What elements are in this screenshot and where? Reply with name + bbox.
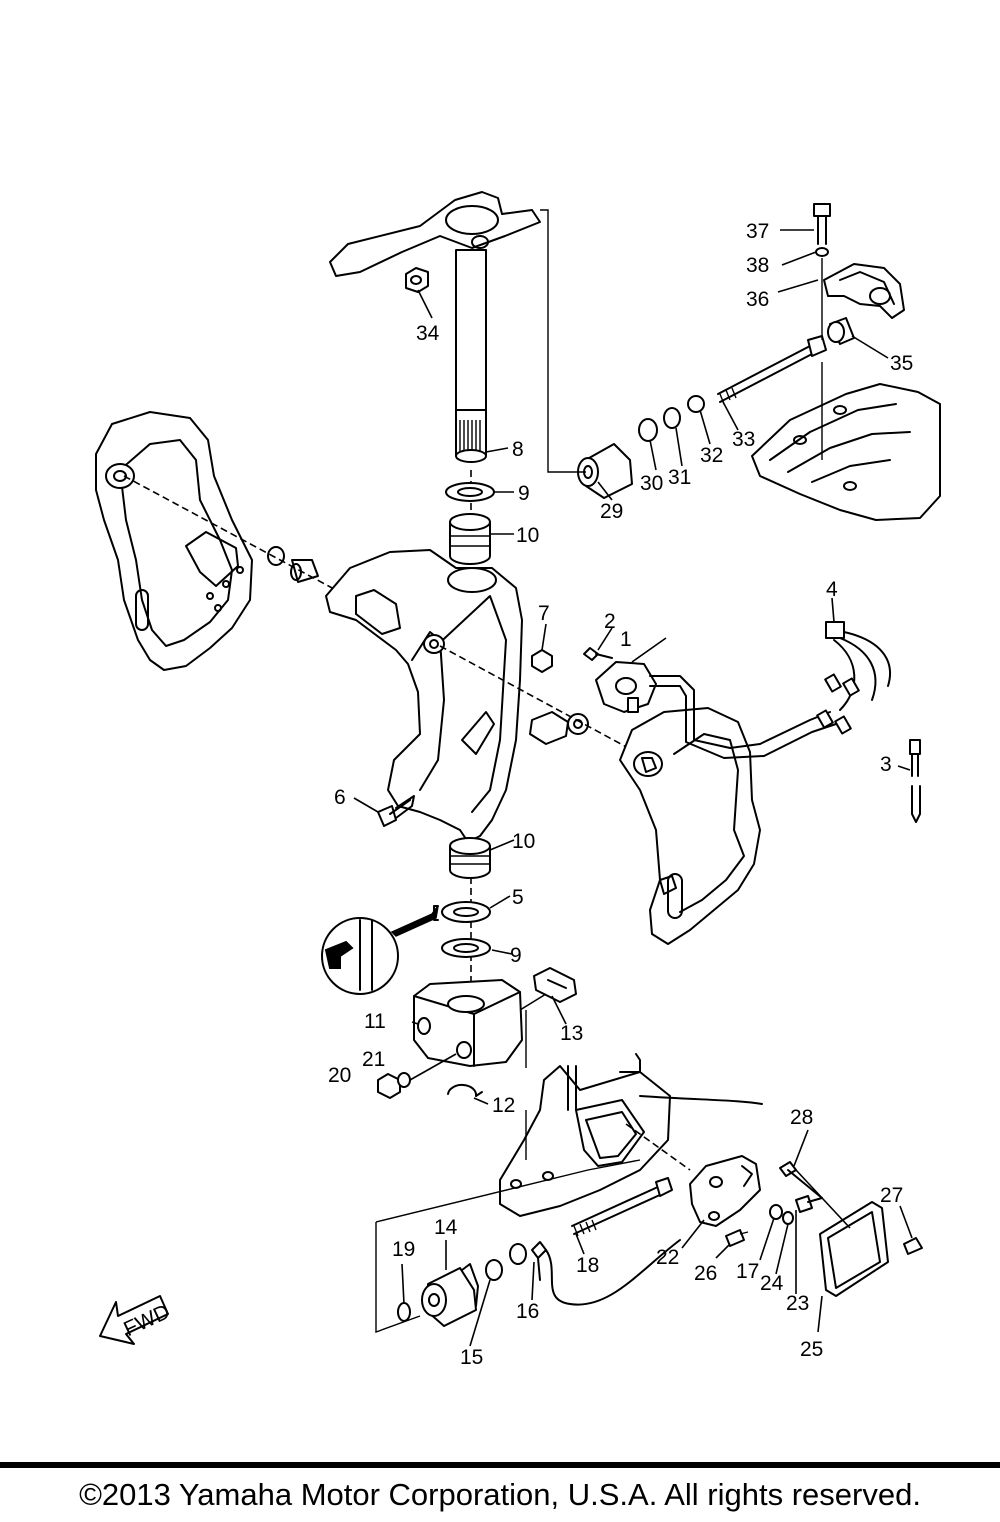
trim-motor-29 bbox=[577, 395, 705, 499]
label-26: 26 bbox=[694, 1262, 717, 1285]
cover-25 bbox=[819, 1201, 889, 1297]
right-bushing bbox=[529, 711, 589, 745]
lower-bushing-stack bbox=[441, 837, 491, 958]
label-5: 5 bbox=[512, 886, 524, 909]
tilt-bracket-22 bbox=[689, 1155, 761, 1227]
label-33: 33 bbox=[732, 428, 755, 451]
clamp-36 bbox=[813, 203, 905, 319]
bolt-18 bbox=[571, 1177, 673, 1237]
label-27: 27 bbox=[880, 1184, 903, 1207]
label-14: 14 bbox=[434, 1216, 458, 1239]
bolt-33 bbox=[717, 335, 827, 405]
label-31: 31 bbox=[668, 466, 691, 489]
part-labels: 1 2 3 4 5 6 7 8 9 9 10 10 11 12 13 14 15… bbox=[328, 220, 913, 1369]
label-13: 13 bbox=[560, 1022, 583, 1045]
label-16: 16 bbox=[516, 1300, 539, 1323]
label-15: 15 bbox=[460, 1346, 483, 1369]
mount-plate bbox=[751, 383, 941, 521]
label-34: 34 bbox=[416, 322, 440, 345]
bolt-6 bbox=[377, 795, 415, 827]
nut-7 bbox=[531, 649, 553, 673]
copyright-footer: ©2013 Yamaha Motor Corporation, U.S.A. A… bbox=[79, 1477, 921, 1512]
fwd-direction-marker: FWD bbox=[99, 1295, 173, 1345]
label-20: 20 bbox=[328, 1064, 351, 1087]
label-4: 4 bbox=[826, 578, 838, 601]
label-30: 30 bbox=[640, 472, 663, 495]
label-10-lower: 10 bbox=[512, 830, 535, 853]
steering-block-11 bbox=[377, 967, 577, 1099]
label-1: 1 bbox=[620, 628, 632, 651]
label-32: 32 bbox=[700, 444, 723, 467]
label-38: 38 bbox=[746, 254, 769, 277]
label-7: 7 bbox=[538, 602, 550, 625]
label-36: 36 bbox=[746, 288, 769, 311]
label-22: 22 bbox=[656, 1246, 679, 1269]
wire-harness-4 bbox=[759, 621, 891, 757]
label-28: 28 bbox=[790, 1106, 813, 1129]
cable-tie-3 bbox=[909, 739, 921, 823]
label-6: 6 bbox=[334, 786, 346, 809]
label-17: 17 bbox=[736, 1260, 759, 1283]
swivel-bracket bbox=[325, 549, 523, 843]
label-3: 3 bbox=[880, 753, 892, 776]
steering-arm bbox=[329, 191, 541, 463]
right-clamp-bracket bbox=[619, 707, 761, 945]
label-35: 35 bbox=[890, 352, 913, 375]
label-29: 29 bbox=[600, 500, 623, 523]
label-2: 2 bbox=[604, 610, 616, 633]
lower-bracket bbox=[499, 1053, 763, 1217]
small-fasteners bbox=[725, 1161, 923, 1255]
label-10-upper: 10 bbox=[516, 524, 539, 547]
label-11: 11 bbox=[364, 1010, 386, 1033]
label-8: 8 bbox=[512, 438, 524, 461]
upper-bushing-stack bbox=[445, 482, 495, 565]
footer-divider bbox=[0, 1462, 1000, 1468]
parts-diagram: FWD 1 2 3 4 5 6 7 8 9 9 10 10 11 12 13 1… bbox=[95, 191, 941, 1369]
label-24: 24 bbox=[760, 1272, 784, 1295]
left-clamp-bracket bbox=[95, 411, 319, 671]
label-25: 25 bbox=[800, 1338, 823, 1361]
label-12: 12 bbox=[492, 1094, 515, 1117]
label-9-lower: 9 bbox=[510, 944, 522, 967]
seal-detail-bubble bbox=[321, 905, 439, 995]
label-19: 19 bbox=[392, 1238, 415, 1261]
label-18: 18 bbox=[576, 1254, 599, 1277]
label-9-upper: 9 bbox=[518, 482, 530, 505]
trim-sensor-1 bbox=[583, 647, 765, 759]
label-37: 37 bbox=[746, 220, 769, 243]
label-23: 23 bbox=[786, 1292, 809, 1315]
bushing-35 bbox=[827, 317, 855, 345]
label-21: 21 bbox=[362, 1048, 385, 1071]
